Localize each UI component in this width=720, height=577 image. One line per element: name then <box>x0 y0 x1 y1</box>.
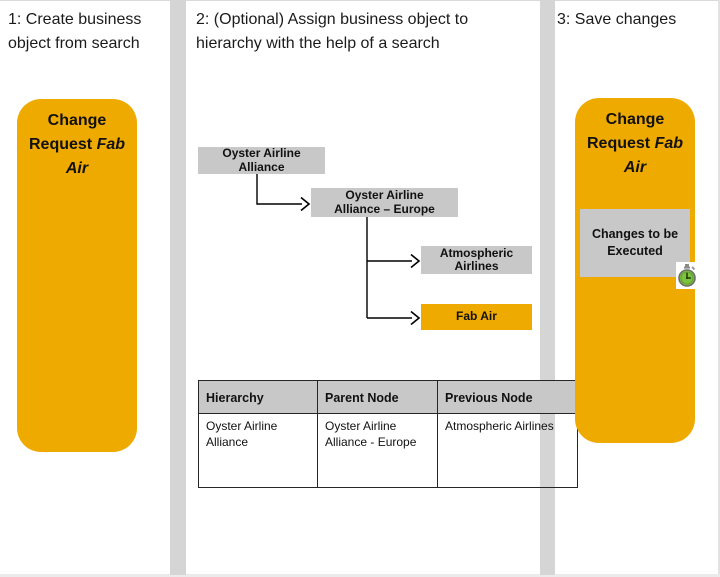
step1-header: 1: Create business object from search <box>8 11 142 52</box>
tree-node-root-label: Oyster Airline Alliance <box>222 146 301 174</box>
changes-to-be-executed-label: Changes to be Executed <box>591 227 679 258</box>
arrowhead-fabair-icon <box>410 310 421 326</box>
changes-to-be-executed-box: Changes to be Executed <box>580 209 690 277</box>
card1-subject: Fab Air <box>65 136 126 177</box>
tree-node-fabair-label: Fab Air <box>456 309 497 324</box>
slide-right-border <box>718 0 720 577</box>
step2-header: 2: (Optional) Assign business object to … <box>196 11 469 52</box>
table-header-previous-node: Previous Node <box>437 380 578 414</box>
arrowhead-europe-icon <box>300 196 311 212</box>
card3-subject: Fab Air <box>623 135 684 176</box>
table-header-parent-node: Parent Node <box>317 380 438 414</box>
tree-node-europe-label: Oyster Airline Alliance – Europe <box>334 188 435 216</box>
cell-previous-node: Atmospheric Airlines <box>437 413 578 488</box>
step3-header: 3: Save changes <box>557 11 677 28</box>
tree-node-root: Oyster Airline Alliance <box>198 146 325 174</box>
stopwatch-icon <box>676 262 698 289</box>
table-row: Oyster Airline Alliance Oyster Airline A… <box>198 413 578 488</box>
tree-node-atmospheric: Atmospheric Airlines <box>421 246 532 274</box>
slide-top-border <box>0 0 720 1</box>
hierarchy-table-header-row: Hierarchy Parent Node Previous Node <box>198 380 578 414</box>
card3-title: Change Request <box>586 111 665 152</box>
hierarchy-table: Hierarchy Parent Node Previous Node Oyst… <box>198 380 578 488</box>
tree-node-atmospheric-label: Atmospheric Airlines <box>439 245 514 273</box>
cell-parent-node: Oyster Airline Alliance - Europe <box>317 413 438 488</box>
column-divider-2 <box>540 0 555 575</box>
card1-title: Change Request <box>28 112 107 153</box>
change-request-card-step1: Change Request Fab Air <box>17 99 137 452</box>
connector-root-to-europe <box>256 173 302 205</box>
cell-hierarchy: Oyster Airline Alliance <box>198 413 318 488</box>
table-header-hierarchy: Hierarchy <box>198 380 318 414</box>
stopwatch-icon-glyph <box>678 264 696 287</box>
slide-bottom-border <box>0 574 720 577</box>
arrowhead-atmospheric-icon <box>410 253 421 269</box>
column-divider-1 <box>170 0 186 575</box>
tree-node-fabair: Fab Air <box>421 304 532 330</box>
tree-node-europe: Oyster Airline Alliance – Europe <box>311 188 458 217</box>
